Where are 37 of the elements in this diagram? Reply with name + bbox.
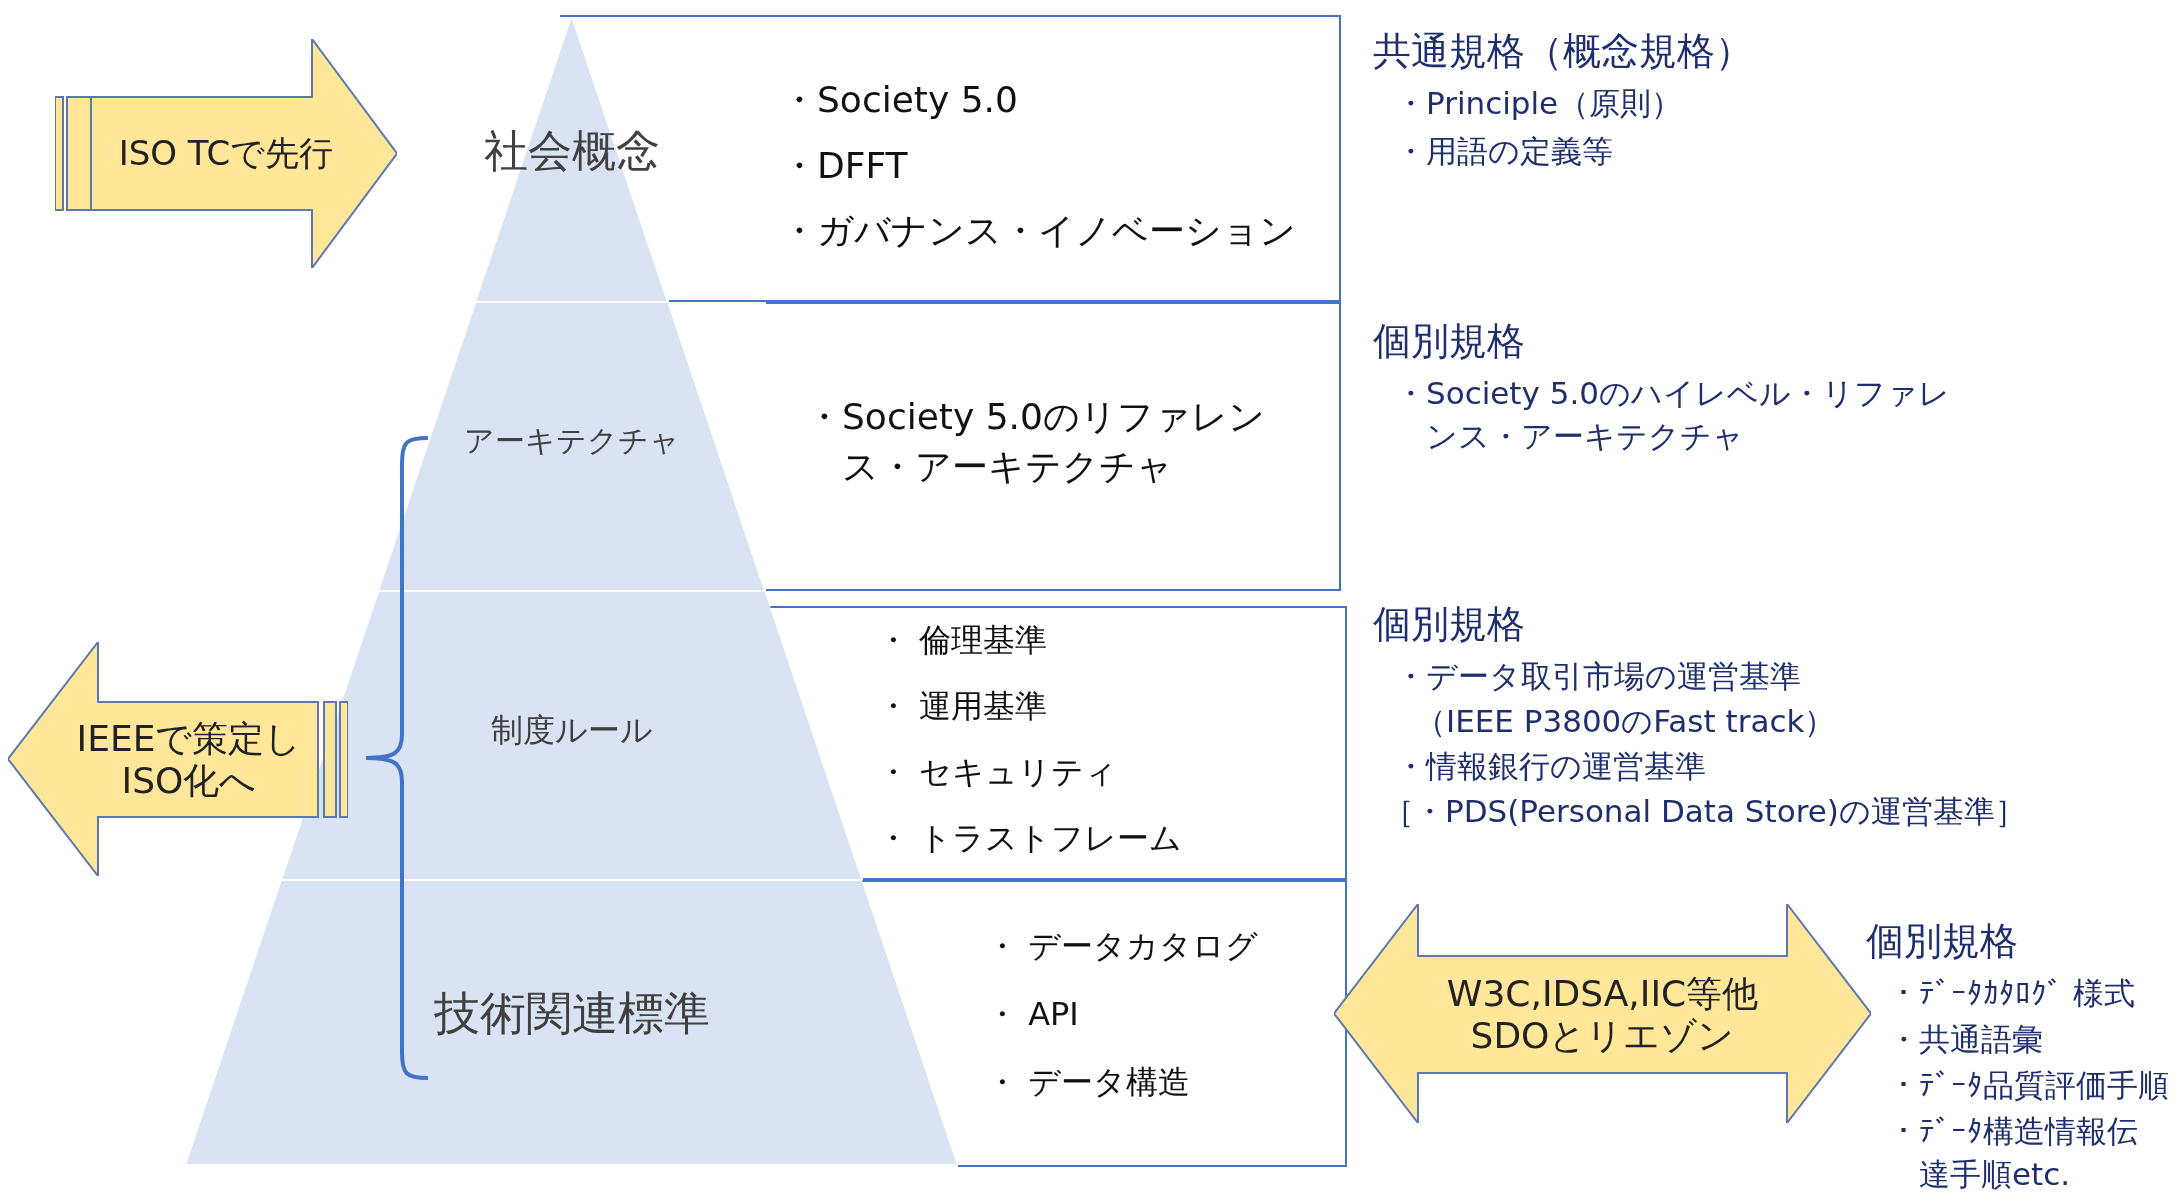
tier-label: アーキテクチャ <box>463 421 680 460</box>
bullet-item: ・ 倫理基準 <box>877 620 1049 661</box>
arrow-label: IEEEで策定しISO化へ <box>75 718 303 801</box>
tier-label: 技術関連標準 <box>433 985 710 1043</box>
standard-item: （IEEE P3800のFast track） <box>1415 702 1836 741</box>
content-box <box>669 15 1341 302</box>
bullet-item: ・ トラストフレーム <box>877 818 1184 859</box>
bullet-item: ・ API <box>986 994 1080 1035</box>
category-heading: 個別規格 <box>1373 601 1525 648</box>
bullet-item: ・ 運用基準 <box>877 686 1049 727</box>
standard-item: ・用語の定義等 <box>1395 132 1613 171</box>
standard-item: ［・PDS(Personal Data Store)の運営基準］ <box>1383 792 2027 831</box>
tier-label: 制度ルール <box>490 709 653 750</box>
bullet-item: ・Society 5.0のリファレンス・アーキテクチャ <box>806 395 1266 489</box>
standard-item: ・情報銀行の運営基準 <box>1395 747 1706 786</box>
standard-item: ・ﾃﾞｰﾀｶﾀﾛｸﾞ 様式 <box>1888 974 2135 1013</box>
tier-label: 社会概念 <box>483 123 660 178</box>
bullet-item: ・ セキュリティ <box>877 752 1119 793</box>
arrow-label: ISO TCで先行 <box>118 133 334 174</box>
content-box <box>766 302 1341 591</box>
bullet-item: ・DFFT <box>781 143 909 188</box>
content-box <box>958 880 1347 1167</box>
standard-item: ・ﾃﾞｰﾀ構造情報伝達手順etc. <box>1888 1112 2138 1194</box>
arrow-label: W3C,IDSA,IIC等他SDOとリエゾン <box>1445 973 1760 1056</box>
standard-item: ・Society 5.0のハイレベル・リファレンス・アーキテクチャ <box>1395 374 1952 456</box>
standard-item: ・ﾃﾞｰﾀ品質評価手順 <box>1888 1066 2169 1105</box>
standard-item: ・共通語彙 <box>1888 1020 2043 1059</box>
category-heading: 共通規格（概念規格） <box>1373 28 1753 75</box>
bullet-item: ・ データカタログ <box>986 926 1260 967</box>
bullet-item: ・Society 5.0 <box>781 78 1019 122</box>
bullet-item: ・ガバナンス・イノベーション <box>781 209 1297 253</box>
content-box <box>863 606 1347 880</box>
bullet-item: ・ データ構造 <box>986 1062 1192 1103</box>
standard-item: ・データ取引市場の運営基準 <box>1395 657 1801 696</box>
category-heading: 個別規格 <box>1866 918 2018 965</box>
category-heading: 個別規格 <box>1373 318 1525 365</box>
standard-item: ・Principle（原則） <box>1395 84 1683 123</box>
